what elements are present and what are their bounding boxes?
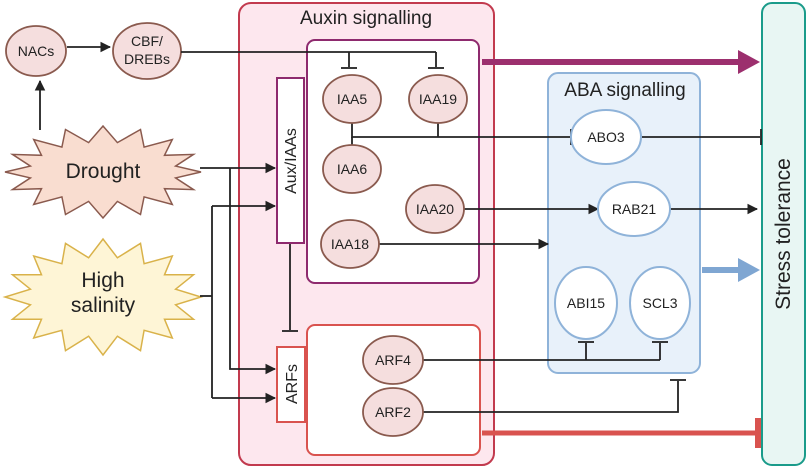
- salinity-starburst: [2, 237, 204, 357]
- rab21-node: [597, 181, 671, 237]
- stress-tolerance-panel: [761, 2, 806, 466]
- drought-starburst: [4, 124, 202, 220]
- arf2-node: [362, 387, 424, 437]
- aux-iaa-label-box: [276, 77, 305, 244]
- iaa18-node: [320, 219, 380, 269]
- cbf-label-line2: DREBs: [124, 51, 170, 67]
- arf2-label: ARF2: [375, 404, 411, 420]
- nacs-node: [5, 25, 67, 77]
- cbf-drebs-node: [112, 22, 182, 80]
- drought-label: Drought: [66, 160, 141, 183]
- salinity-label-line2: salinity: [71, 294, 136, 317]
- arfs-label-box: [276, 346, 306, 423]
- iaa20-label: IAA20: [416, 201, 454, 217]
- iaa5-label: IAA5: [337, 91, 368, 107]
- salinity-label-line1: High: [81, 269, 124, 292]
- cbf-label-line1: CBF/: [131, 33, 163, 49]
- iaa19-node: [408, 74, 468, 124]
- connections: [34, 41, 762, 413]
- abo3-node: [570, 109, 642, 165]
- stress-tolerance-label: Stress tolerance: [772, 158, 795, 310]
- iaa19-label: IAA19: [419, 91, 457, 107]
- arf4-label: ARF4: [375, 352, 411, 368]
- iaa18-label: IAA18: [331, 236, 369, 252]
- scl3-node: [629, 266, 691, 340]
- abi15-node: [554, 266, 618, 340]
- abo3-label: ABO3: [587, 129, 625, 145]
- aba-to-stress-arrowhead: [738, 258, 760, 282]
- aba-signalling-title: ABA signalling: [564, 80, 685, 101]
- arf4-node: [362, 335, 424, 385]
- abi15-label: ABI15: [567, 295, 605, 311]
- auxin-to-stress-arrowhead: [738, 50, 760, 74]
- scl3-label: SCL3: [642, 295, 677, 311]
- aux-iaa-label: Aux/IAAs: [283, 128, 300, 194]
- arfs-label: ARFs: [284, 364, 301, 404]
- iaa6-node: [322, 144, 382, 194]
- rab21-label: RAB21: [612, 201, 657, 217]
- iaa6-label: IAA6: [337, 161, 368, 177]
- nacs-label: NACs: [18, 43, 55, 59]
- iaa20-node: [405, 184, 465, 234]
- iaa5-node: [322, 74, 382, 124]
- auxin-signalling-title: Auxin signalling: [300, 8, 432, 29]
